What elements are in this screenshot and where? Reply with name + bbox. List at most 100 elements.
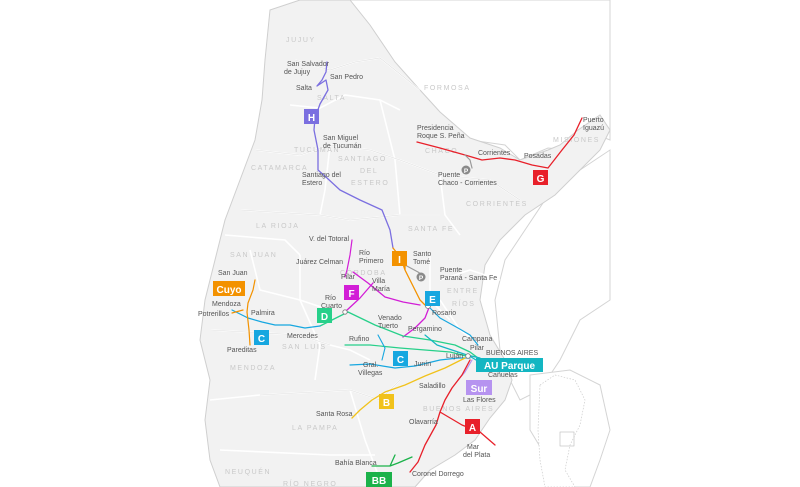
route-badge-i-box bbox=[392, 251, 407, 266]
route-badge-f[interactable]: F bbox=[344, 285, 359, 300]
province-label-lapampa: LA PAMPA bbox=[292, 425, 338, 432]
route-badge-c-east-box bbox=[393, 351, 408, 366]
route-badge-g-label: G bbox=[537, 174, 545, 185]
route-c-east-line bbox=[349, 357, 471, 369]
route-badge-c-west[interactable]: C bbox=[254, 330, 269, 345]
route-badge-f-label: F bbox=[348, 289, 354, 300]
route-f-line bbox=[345, 271, 431, 338]
station-marker-rio-cuarto bbox=[342, 309, 348, 315]
route-badge-d[interactable]: D bbox=[317, 308, 332, 323]
route-badge-h-box bbox=[304, 109, 319, 124]
route-e-line bbox=[427, 305, 479, 346]
city-label-olavarria: Olavarría bbox=[409, 419, 438, 426]
station-marker-buenos-aires bbox=[465, 353, 471, 359]
province-label-estero: ESTERO bbox=[351, 180, 389, 187]
route-badge-au-parque-box bbox=[476, 358, 543, 372]
city-label-corrientes: Corrientes bbox=[478, 150, 511, 157]
route-badge-b-box bbox=[379, 394, 394, 409]
province-label-salta: SALTA bbox=[317, 95, 346, 102]
route-badge-au-parque[interactable]: AU Parque bbox=[476, 358, 543, 372]
province-label-chaco: CHACO bbox=[425, 148, 458, 155]
route-badge-c-west-box bbox=[254, 330, 269, 345]
route-cuyo-line bbox=[231, 279, 256, 346]
province-label-misiones: MISIONES bbox=[553, 137, 600, 144]
city-label-totoral: V. del Totoral bbox=[309, 236, 350, 243]
route-badge-cuyo-box bbox=[213, 281, 245, 296]
province-label-rionegro: RÍO NEGRO bbox=[283, 479, 337, 487]
route-badge-c-east[interactable]: C bbox=[393, 351, 408, 366]
province-label-corrientes: CORRIENTES bbox=[466, 201, 528, 208]
route-badge-e-box bbox=[425, 291, 440, 306]
province-label-larioja: LA RIOJA bbox=[256, 223, 300, 230]
bridge-markers: P P bbox=[416, 165, 471, 282]
route-badge-g[interactable]: G bbox=[533, 170, 548, 185]
route-badge-a-box bbox=[465, 419, 480, 434]
city-label-rufino: Rufino bbox=[349, 336, 369, 343]
city-label-campana: Campana bbox=[462, 336, 492, 343]
route-badge-b[interactable]: B bbox=[379, 394, 394, 409]
route-badge-h[interactable]: H bbox=[304, 109, 319, 124]
province-labels: JUJUY SALTA FORMOSA CHACO MISIONES TUCUM… bbox=[225, 37, 600, 487]
city-label-san-juan: San Juan bbox=[218, 270, 248, 277]
city-label-lujan: Luján bbox=[446, 353, 463, 360]
province-label-cordoba: CÓRDOBA bbox=[340, 268, 387, 277]
route-badge-sur-box bbox=[466, 380, 492, 395]
province-label-neuquen: NEUQUÉN bbox=[225, 467, 271, 476]
route-h-line bbox=[313, 61, 394, 249]
route-badge-a[interactable]: A bbox=[465, 419, 480, 434]
route-badge-cuyo[interactable]: Cuyo bbox=[213, 281, 245, 296]
city-label-rosario: Rosario bbox=[432, 310, 456, 317]
route-badge-bb-box bbox=[366, 472, 392, 487]
route-badge-i[interactable]: I bbox=[392, 251, 407, 266]
province-label-santiago: SANTIAGO bbox=[338, 156, 387, 163]
route-badge-au-parque-label: AU Parque bbox=[484, 361, 536, 372]
city-label-pergamino: Pergamino bbox=[408, 326, 442, 333]
route-badge-f-box bbox=[344, 285, 359, 300]
city-label-santa-rosa: Santa Rosa bbox=[316, 411, 353, 418]
city-label-potrerillos: Potrerillos bbox=[198, 311, 230, 318]
route-c-rufino-line bbox=[377, 334, 386, 361]
city-label-gral-villegas: Gral.Villegas bbox=[358, 362, 383, 377]
route-badge-d-box bbox=[317, 308, 332, 323]
province-label-rios: RÍOS bbox=[452, 299, 476, 308]
province-label-entre: ENTRE bbox=[447, 288, 479, 295]
route-badge-h-label: H bbox=[308, 113, 315, 124]
city-label-saladillo: Saladillo bbox=[419, 383, 446, 390]
city-label-juarez: Juárez Celman bbox=[296, 259, 343, 266]
inset-minimap bbox=[537, 374, 586, 487]
city-label-buenos-aires: BUENOS AIRES bbox=[486, 350, 538, 357]
route-b-line bbox=[351, 357, 466, 419]
route-badge-sur[interactable]: Sur bbox=[466, 380, 492, 395]
route-badge-cuyo-label: Cuyo bbox=[217, 285, 242, 296]
route-badge-e[interactable]: E bbox=[425, 291, 440, 306]
province-label-jujuy: JUJUY bbox=[286, 37, 316, 44]
route-g-line bbox=[416, 117, 583, 169]
city-label-las-flores: Las Flores bbox=[463, 397, 496, 404]
route-bb-line bbox=[371, 454, 413, 467]
bridge-icon-parana bbox=[416, 272, 426, 282]
city-label-mendoza: Mendoza bbox=[212, 301, 241, 308]
city-label-palmira: Palmira bbox=[251, 310, 275, 317]
bridge-icon-chaco bbox=[461, 165, 471, 175]
province-label-tucuman: TUCUMÁN bbox=[294, 145, 340, 154]
route-badge-i-label: I bbox=[398, 255, 401, 266]
route-badge-bb[interactable]: BB bbox=[366, 472, 392, 487]
route-badge-e-label: E bbox=[429, 295, 436, 306]
province-label-mendoza: MENDOZA bbox=[230, 365, 276, 372]
province-label-buenosaires: BUENOS AIRES bbox=[423, 406, 494, 413]
city-label-junin: Junín bbox=[414, 361, 431, 368]
route-ba-teal-line bbox=[424, 334, 481, 359]
route-d-line bbox=[319, 311, 479, 359]
